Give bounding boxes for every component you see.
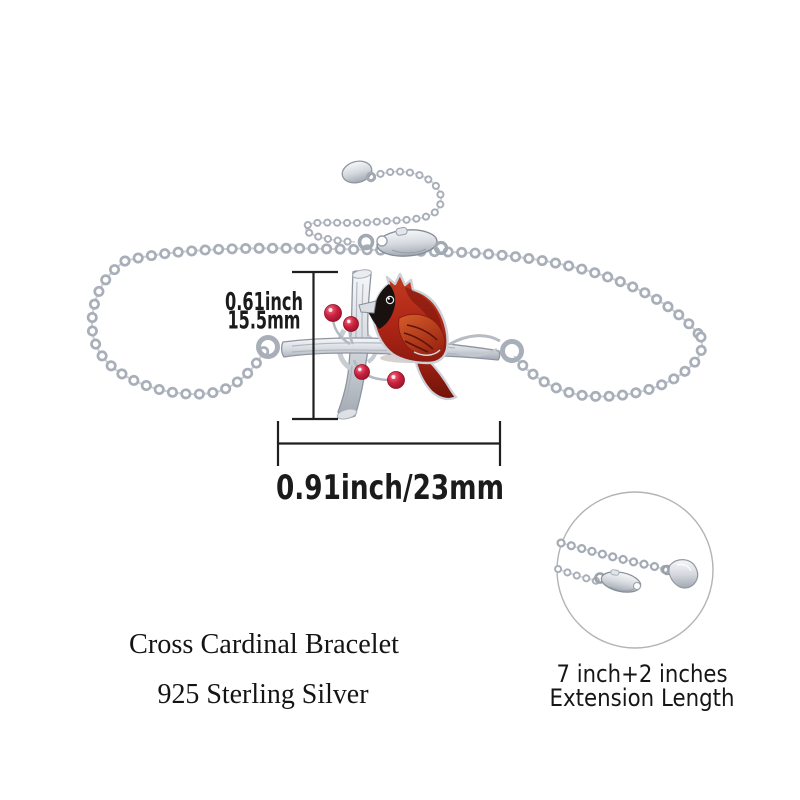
extension-note-line1: 7 inch+2 inches bbox=[557, 660, 728, 688]
connector-ring-left bbox=[256, 335, 280, 359]
pendant-cross bbox=[256, 269, 524, 420]
berry bbox=[387, 371, 405, 389]
cardinal-bird bbox=[358, 272, 458, 401]
bird-tail bbox=[413, 351, 458, 401]
product-caption-line2: 925 Sterling Silver bbox=[158, 678, 369, 710]
detail-lobster-clasp bbox=[594, 569, 642, 593]
height-label-inch: 0.61inch bbox=[225, 287, 303, 316]
bird-wing bbox=[398, 313, 446, 357]
extension-detail-circle bbox=[557, 491, 714, 649]
extension-tag bbox=[341, 160, 377, 184]
bird-back-shading bbox=[405, 287, 444, 345]
berry bbox=[343, 316, 359, 332]
berry bbox=[324, 304, 342, 322]
lobster-clasp bbox=[357, 226, 449, 257]
connector-ring-right bbox=[500, 339, 524, 363]
bird-eye bbox=[385, 295, 395, 305]
detail-teardrop-tag bbox=[668, 559, 699, 589]
bird-face-mask bbox=[363, 284, 396, 329]
height-dimension-line bbox=[292, 270, 338, 421]
product-caption-line1: Cross Cardinal Bracelet bbox=[129, 628, 399, 660]
height-label-mm: 15.5mm bbox=[228, 306, 301, 335]
width-dimension-line bbox=[276, 421, 502, 466]
width-label: 0.91inch/23mm bbox=[276, 468, 504, 508]
bird-beak bbox=[358, 300, 377, 314]
berry bbox=[354, 364, 370, 380]
berries bbox=[324, 304, 405, 389]
extension-note-line2: Extension Length bbox=[550, 684, 735, 712]
